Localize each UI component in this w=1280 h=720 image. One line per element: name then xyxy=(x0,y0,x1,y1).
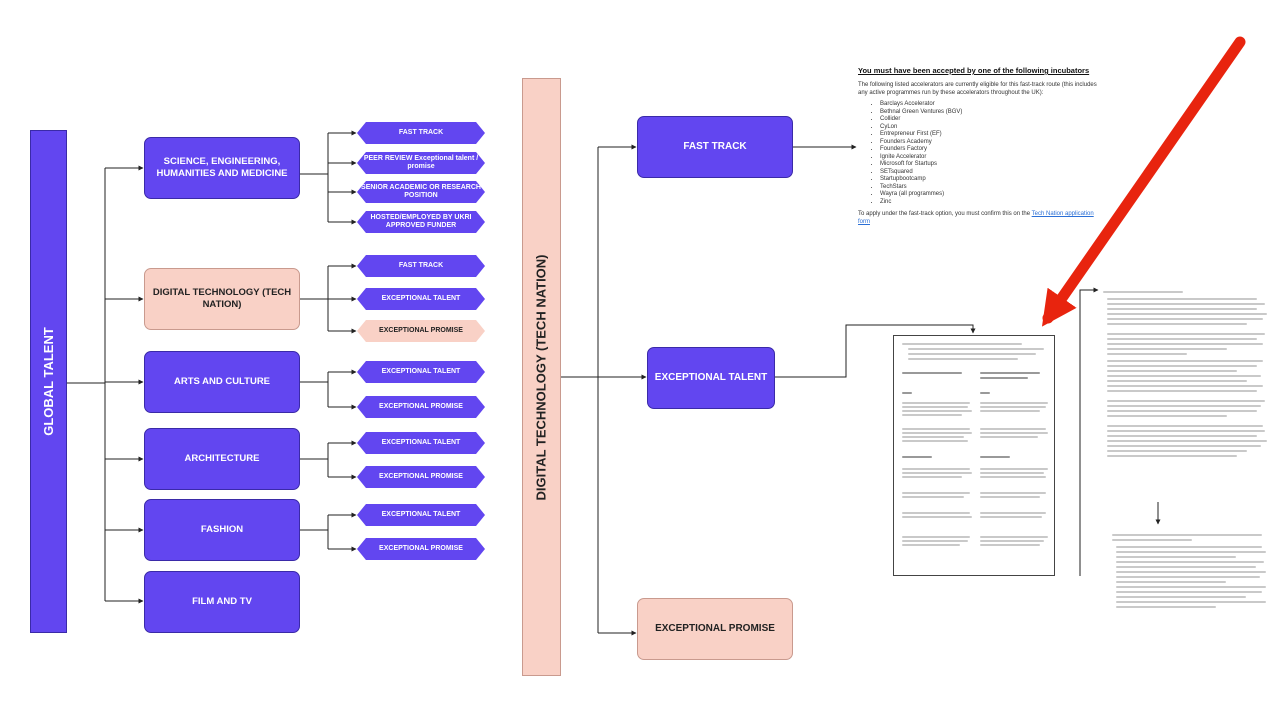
route-science-senior-academic[interactable]: SENIOR ACADEMIC OR RESEARCH POSITION xyxy=(357,181,485,203)
incubators-panel: You must have been accepted by one of th… xyxy=(858,66,1098,231)
applicant-evidence-document xyxy=(1099,286,1269,501)
tech-nation-form-link[interactable]: Tech Nation application form xyxy=(858,211,1094,226)
route-digital-fast-track[interactable]: FAST TRACK xyxy=(357,255,485,277)
route-science-fast-track[interactable]: FAST TRACK xyxy=(357,122,485,144)
exceptional-talent-criteria-document xyxy=(893,335,1055,576)
route-digital-exceptional-talent[interactable]: EXCEPTIONAL TALENT xyxy=(357,288,485,310)
route-label: SENIOR ACADEMIC OR RESEARCH POSITION xyxy=(361,183,481,199)
route-label: FAST TRACK xyxy=(398,128,444,136)
incubator-item: TechStars xyxy=(880,184,1098,192)
incubator-item: CyLon xyxy=(880,124,1098,132)
route-label: EXCEPTIONAL TALENT xyxy=(381,510,461,518)
route-label: FAST TRACK xyxy=(398,261,444,269)
category-fashion-label: FASHION xyxy=(200,524,244,536)
tech-nation-bar[interactable]: DIGITAL TECHNOLOGY (TECH NATION) xyxy=(522,78,561,676)
route-arts-exceptional-talent[interactable]: EXCEPTIONAL TALENT xyxy=(357,361,485,383)
tech-nation-label: DIGITAL TECHNOLOGY (TECH NATION) xyxy=(534,253,549,501)
route-fashion-exceptional-talent[interactable]: EXCEPTIONAL TALENT xyxy=(357,504,485,526)
category-science-label: SCIENCE, ENGINEERING, HUMANITIES AND MED… xyxy=(156,156,288,179)
route-label: EXCEPTIONAL TALENT xyxy=(381,438,461,446)
tech-exceptional-talent-label: EXCEPTIONAL TALENT xyxy=(654,371,768,383)
route-architecture-exceptional-promise[interactable]: EXCEPTIONAL PROMISE xyxy=(357,466,485,488)
category-science[interactable]: SCIENCE, ENGINEERING, HUMANITIES AND MED… xyxy=(144,137,300,199)
incubators-list: Barclays Accelerator Bethnal Green Ventu… xyxy=(858,101,1098,206)
tech-exceptional-promise-box[interactable]: EXCEPTIONAL PROMISE xyxy=(637,598,793,660)
tech-exceptional-promise-label: EXCEPTIONAL PROMISE xyxy=(655,622,775,634)
tech-fast-track-label: FAST TRACK xyxy=(683,140,747,152)
incubator-item: Zinc xyxy=(880,199,1098,207)
route-science-peer-review[interactable]: PEER REVIEW Exceptional talent / promise xyxy=(357,152,485,174)
incubator-item: Entrepreneur First (EF) xyxy=(880,131,1098,139)
incubators-footer: To apply under the fast-track option, yo… xyxy=(858,211,1098,227)
incubator-item: SETsquared xyxy=(880,169,1098,177)
route-architecture-exceptional-talent[interactable]: EXCEPTIONAL TALENT xyxy=(357,432,485,454)
category-digital-technology[interactable]: DIGITAL TECHNOLOGY (TECH NATION) xyxy=(144,268,300,330)
category-arts-label: ARTS AND CULTURE xyxy=(173,376,271,388)
incubators-footer-text: To apply under the fast-track option, yo… xyxy=(858,211,1031,218)
route-arts-exceptional-promise[interactable]: EXCEPTIONAL PROMISE xyxy=(357,396,485,418)
incubator-item: Collider xyxy=(880,116,1098,124)
tech-fast-track-box[interactable]: FAST TRACK xyxy=(637,116,793,178)
route-label: EXCEPTIONAL PROMISE xyxy=(379,544,463,552)
incubator-item: Wayra (all programmes) xyxy=(880,191,1098,199)
route-label: HOSTED/EMPLOYED BY UKRI APPROVED FUNDER xyxy=(370,213,472,229)
incubator-item: Founders Factory xyxy=(880,146,1098,154)
category-architecture-label: ARCHITECTURE xyxy=(184,453,260,465)
route-label: EXCEPTIONAL PROMISE xyxy=(379,326,463,334)
route-label: EXCEPTIONAL TALENT xyxy=(381,294,461,302)
incubators-intro: The following listed accelerators are cu… xyxy=(858,81,1097,96)
category-fashion[interactable]: FASHION xyxy=(144,499,300,561)
incubator-item: Startupbootcamp xyxy=(880,176,1098,184)
category-digital-label: DIGITAL TECHNOLOGY (TECH NATION) xyxy=(152,287,292,310)
route-label: PEER REVIEW Exceptional talent / promise xyxy=(363,154,479,170)
incubator-item: Founders Academy xyxy=(880,139,1098,147)
supporting-documents-text xyxy=(1108,530,1268,620)
category-film-tv-label: FILM AND TV xyxy=(192,596,252,608)
route-label: EXCEPTIONAL PROMISE xyxy=(379,402,463,410)
route-fashion-exceptional-promise[interactable]: EXCEPTIONAL PROMISE xyxy=(357,538,485,560)
category-architecture[interactable]: ARCHITECTURE xyxy=(144,428,300,490)
route-label: EXCEPTIONAL TALENT xyxy=(381,367,461,375)
route-label: EXCEPTIONAL PROMISE xyxy=(379,472,463,480)
incubator-item: Barclays Accelerator xyxy=(880,101,1098,109)
category-arts[interactable]: ARTS AND CULTURE xyxy=(144,351,300,413)
incubator-item: Bethnal Green Ventures (BGV) xyxy=(880,109,1098,117)
category-film-tv[interactable]: FILM AND TV xyxy=(144,571,300,633)
route-science-ukri-funder[interactable]: HOSTED/EMPLOYED BY UKRI APPROVED FUNDER xyxy=(357,211,485,233)
incubators-heading: You must have been accepted by one of th… xyxy=(858,66,1090,75)
global-talent-label: GLOBAL TALENT xyxy=(41,327,57,436)
route-digital-exceptional-promise[interactable]: EXCEPTIONAL PROMISE xyxy=(357,320,485,342)
global-talent-bar[interactable]: GLOBAL TALENT xyxy=(30,130,67,633)
incubator-item: Microsoft for Startups xyxy=(880,161,1098,169)
tech-exceptional-talent-box[interactable]: EXCEPTIONAL TALENT xyxy=(647,347,775,409)
incubator-item: Ignite Accelerator xyxy=(880,154,1098,162)
